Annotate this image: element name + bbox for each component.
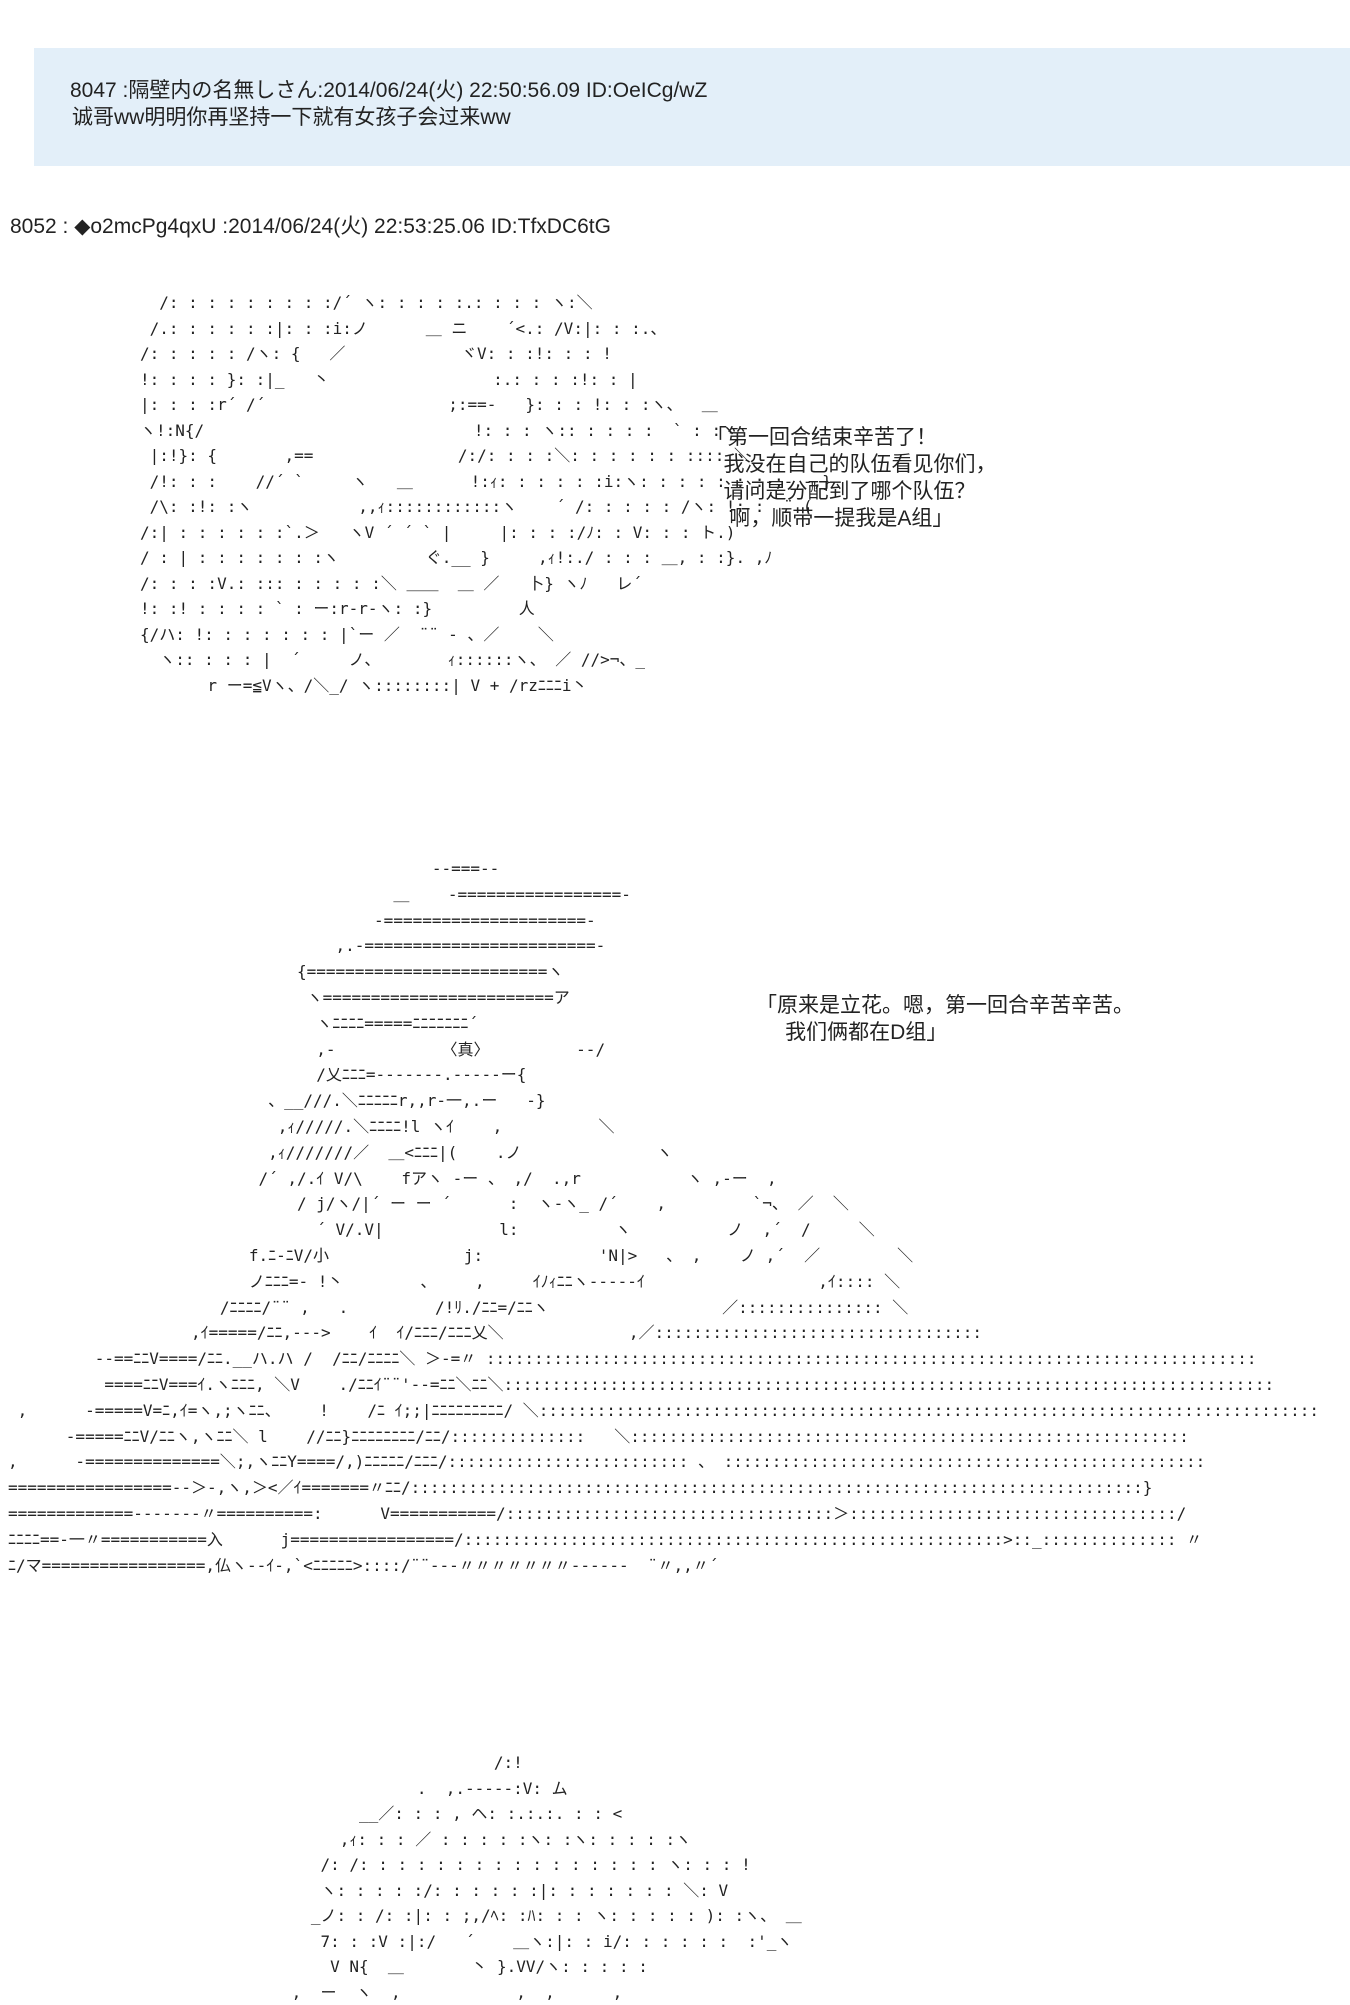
dialog-line: 啊，顺带一提我是A组」 bbox=[706, 507, 954, 530]
dialog-line: 「原来是立花。嗯，第一回合辛苦辛苦。 bbox=[756, 994, 1134, 1017]
dialog-line: 我们俩都在D组」 bbox=[756, 1021, 948, 1044]
dialog-speech-1: 「第一回合结束辛苦了！ 我没在自己的队伍看见你们， 请问是分配到了哪个队伍？ 啊… bbox=[706, 424, 997, 532]
quoted-post-box bbox=[34, 48, 1350, 166]
dialog-line: 我没在自己的队伍看见你们， bbox=[706, 453, 997, 476]
dialog-line: 「第一回合结束辛苦了！ bbox=[706, 426, 937, 449]
quoted-post-header: 8047 :隔壁内の名無しさん:2014/06/24(火) 22:50:56.0… bbox=[70, 79, 708, 102]
dialog-speech-2: 「原来是立花。嗯，第一回合辛苦辛苦。 我们俩都在D组」 bbox=[756, 992, 1134, 1046]
post-header: 8052 : ◆o2mcPg4qxU :2014/06/24(火) 22:53:… bbox=[10, 215, 611, 238]
ascii-art-character-3: /:! . ,.-‐-‐-:V: ム __／: : : , ヘ: :.:.:. … bbox=[291, 1753, 802, 2002]
dialog-line: 请问是分配到了哪个队伍？ bbox=[706, 480, 976, 503]
quoted-post-body: 诚哥ww明明你再坚持一下就有女孩子会过来ww bbox=[72, 106, 511, 129]
ascii-art-character-1: /: : : : : : : : :/´ ヽ: : : : :.: : : : … bbox=[140, 293, 832, 695]
ascii-art-character-2: --===-- ＿ -=================- -=========… bbox=[8, 859, 1320, 1575]
